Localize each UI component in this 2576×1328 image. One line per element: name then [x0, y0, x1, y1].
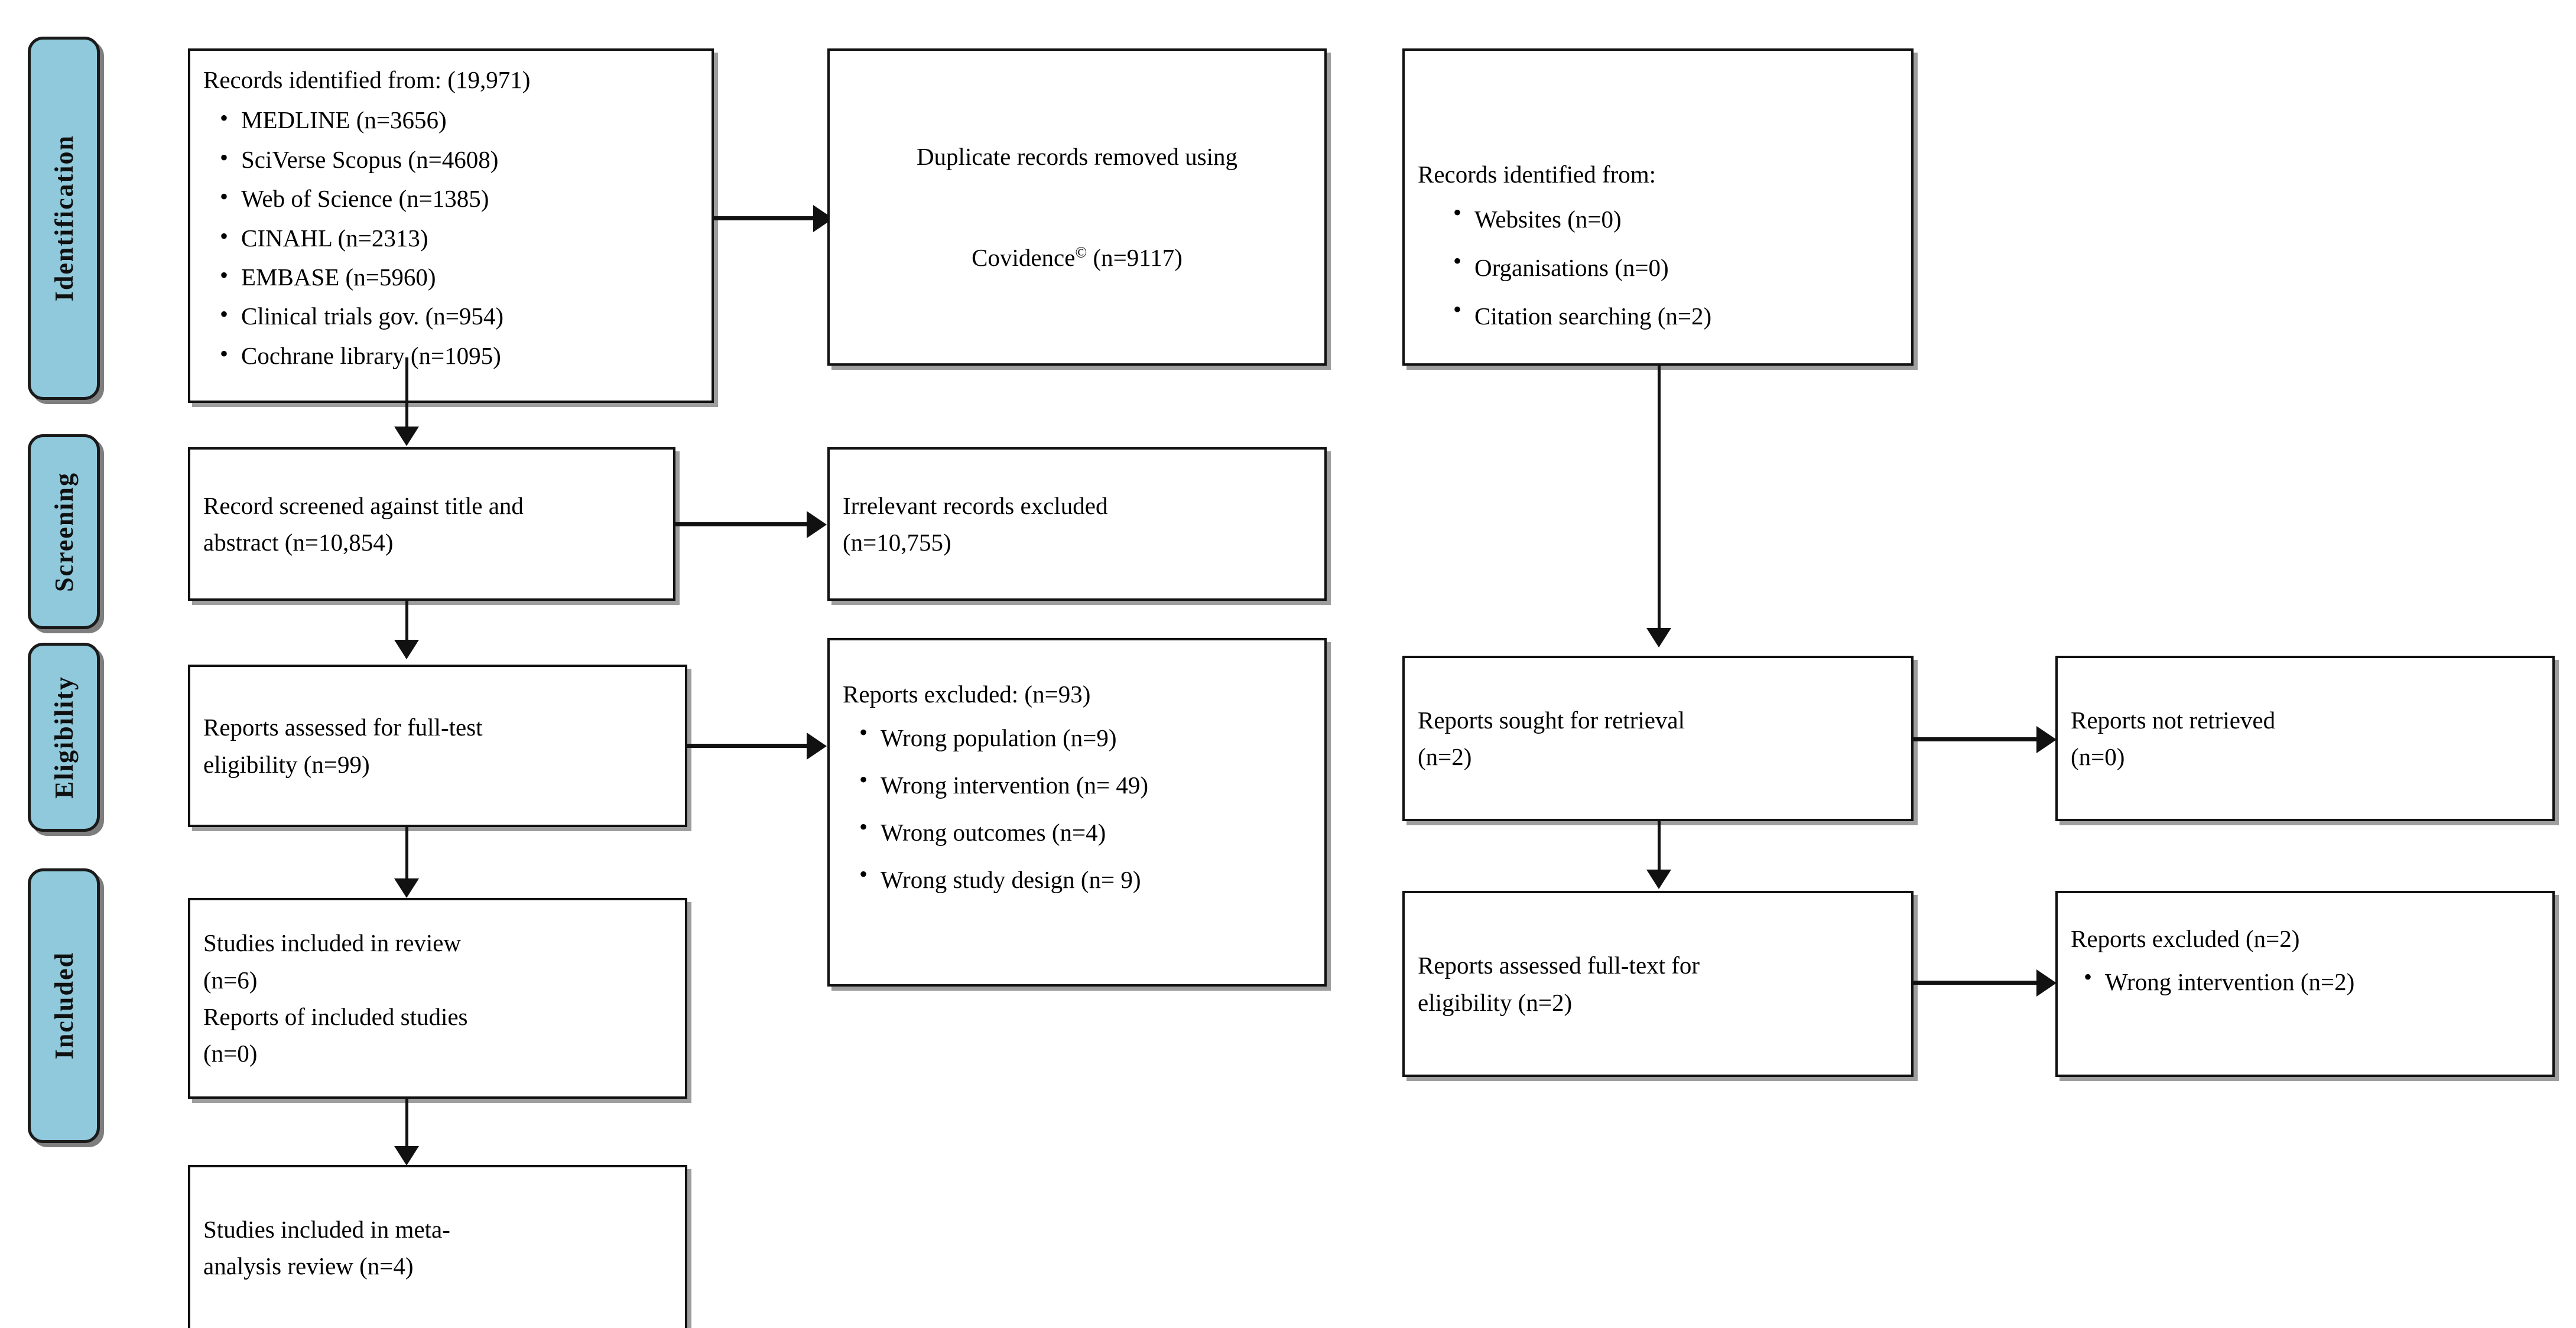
box-reports-excluded: Reports excluded: (n=93) Wrong populatio…	[827, 638, 1327, 987]
reports-excluded-list: Wrong population (n=9) Wrong interventio…	[843, 714, 1311, 904]
arrowhead-screened-to-irrelevant	[807, 511, 827, 538]
duplicates-removed-line2: Covidence© (n=9117)	[843, 202, 1311, 276]
list-item: Wrong outcomes (n=4)	[859, 808, 1311, 857]
duplicates-removed-line1: Duplicate records removed using	[916, 143, 1238, 171]
connector-assessed-to-included	[405, 827, 408, 895]
arrowhead-assessed-to-excluded	[807, 733, 827, 760]
list-item: Wrong study design (n= 9)	[859, 855, 1311, 904]
box-studies-included-meta: Studies included in meta- analysis revie…	[188, 1165, 687, 1328]
arrowhead-databases-to-screened	[394, 427, 419, 446]
studies-included-review-text: Studies included in review (n=6) Reports…	[203, 929, 468, 1067]
list-item: EMBASE (n=5960)	[220, 256, 699, 297]
list-item: CINAHL (n=2313)	[220, 217, 699, 258]
arrowhead-assessed-to-included	[394, 878, 419, 898]
list-item: Wrong intervention (n= 49)	[859, 761, 1311, 809]
list-item: SciVerse Scopus (n=4608)	[220, 139, 699, 179]
reports-excluded-title: Reports excluded: (n=93)	[843, 681, 1091, 708]
connector-included-to-meta	[405, 1099, 408, 1161]
list-item: Web of Science (n=1385)	[220, 178, 699, 218]
arrowhead-sought-to-not-retrieved	[2036, 726, 2057, 753]
reports-excluded-other-list: Wrong intervention (n=2)	[2071, 958, 2539, 1005]
connector-other-to-sought	[1658, 366, 1661, 643]
arrowhead-other-to-sought	[1646, 628, 1671, 647]
box-reports-assessed-fulltext: Reports assessed full-text for eligibili…	[1402, 891, 1914, 1077]
connector-sought-to-not-retrieved	[1914, 737, 2036, 741]
box-reports-sought-retrieval: Reports sought for retrieval (n=2)	[1402, 656, 1914, 821]
connector-screened-to-assessed	[405, 601, 408, 657]
reports-assessed-fulltext-text: Reports assessed full-text for eligibili…	[1418, 952, 1700, 1016]
records-identified-other-list: Websites (n=0) Organisations (n=0) Citat…	[1418, 194, 1898, 340]
connector-assessed-to-excluded	[687, 744, 807, 748]
studies-included-meta-text: Studies included in meta- analysis revie…	[203, 1215, 450, 1280]
duplicates-removed-tool: Covidence	[972, 243, 1076, 271]
connector-databases-to-screened	[405, 357, 408, 440]
list-item: Clinical trials gov. (n=954)	[220, 295, 699, 336]
box-reports-excluded-other: Reports excluded (n=2) Wrong interventio…	[2055, 891, 2555, 1077]
stage-label-included: Included	[28, 868, 100, 1143]
box-studies-included-review: Studies included in review (n=6) Reports…	[188, 898, 687, 1099]
list-item: Websites (n=0)	[1453, 194, 1898, 243]
stage-label-eligibility: Eligibility	[28, 643, 100, 832]
records-identified-databases-list: MEDLINE (n=3656) SciVerse Scopus (n=4608…	[203, 99, 699, 375]
list-item: Citation searching (n=2)	[1453, 291, 1898, 340]
arrowhead-sought-to-assessed-fulltext	[1646, 870, 1671, 889]
stage-label-included-text: Included	[49, 952, 79, 1060]
list-item: Cochrane library (n=1095)	[220, 335, 699, 375]
connector-fulltext-to-excluded-other	[1914, 981, 2036, 985]
box-duplicates-removed: Duplicate records removed using Covidenc…	[827, 48, 1327, 366]
connector-sought-to-assessed-fulltext	[1658, 821, 1661, 883]
box-records-screened: Record screened against title and abstra…	[188, 447, 675, 601]
list-item: Wrong intervention (n=2)	[2084, 958, 2539, 1005]
records-screened-text: Record screened against title and abstra…	[203, 492, 524, 556]
box-irrelevant-excluded: Irrelevant records excluded (n=10,755)	[827, 447, 1327, 601]
arrowhead-fulltext-to-excluded-other	[2036, 969, 2057, 997]
stage-label-identification: Identification	[28, 37, 100, 400]
duplicates-removed-count: (n=9117)	[1087, 243, 1183, 271]
stage-label-eligibility-text: Eligibility	[49, 676, 79, 799]
box-records-identified-other: Records identified from: Websites (n=0) …	[1402, 48, 1914, 366]
box-reports-not-retrieved: Reports not retrieved (n=0)	[2055, 656, 2555, 821]
connector-databases-to-duplicates	[714, 216, 813, 220]
reports-not-retrieved-text: Reports not retrieved (n=0)	[2071, 706, 2276, 770]
irrelevant-excluded-text: Irrelevant records excluded (n=10,755)	[843, 492, 1108, 556]
box-reports-assessed-eligibility: Reports assessed for full-test eligibili…	[188, 665, 687, 827]
arrowhead-included-to-meta	[394, 1146, 419, 1166]
arrowhead-screened-to-assessed	[394, 640, 419, 659]
connector-screened-to-irrelevant	[675, 522, 807, 526]
reports-excluded-other-title: Reports excluded (n=2)	[2071, 925, 2300, 952]
list-item: MEDLINE (n=3656)	[220, 99, 699, 139]
reports-sought-retrieval-text: Reports sought for retrieval (n=2)	[1418, 706, 1685, 770]
list-item: Organisations (n=0)	[1453, 242, 1898, 292]
stage-label-screening-text: Screening	[49, 471, 79, 592]
list-item: Wrong population (n=9)	[859, 714, 1311, 762]
registered-mark-icon: ©	[1075, 243, 1087, 261]
stage-label-screening: Screening	[28, 434, 100, 629]
reports-assessed-eligibility-text: Reports assessed for full-test eligibili…	[203, 714, 483, 778]
records-identified-other-title: Records identified from:	[1418, 161, 1656, 188]
stage-label-identification-text: Identification	[49, 135, 79, 302]
box-records-identified-databases: Records identified from: (19,971) MEDLIN…	[188, 48, 714, 403]
records-identified-databases-title: Records identified from: (19,971)	[203, 66, 531, 93]
